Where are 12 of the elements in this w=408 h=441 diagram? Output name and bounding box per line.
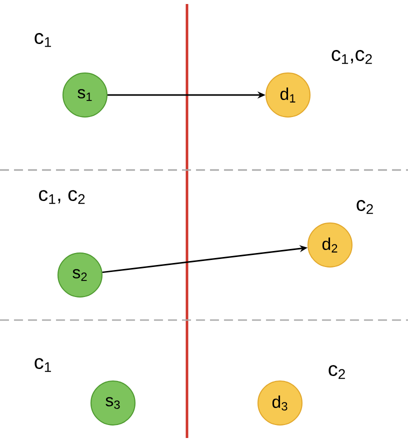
channel-label: c$_{1}$, c$_{2}$	[39, 190, 85, 204]
circle-node: s$_{3}$	[90, 380, 136, 426]
channel-label: c$_{1}$	[34, 358, 51, 372]
circle-node: d$_{2}$	[308, 222, 352, 268]
circle-node: s$_{1}$	[62, 72, 108, 118]
circle-node: d$_{3}$	[258, 380, 302, 426]
channel-label: c$_{1}$,c$_{2}$	[332, 50, 372, 64]
channel-label: c$_{2}$	[356, 200, 373, 214]
circle-node: d$_{1}$	[266, 72, 310, 118]
circle-node: s$_{2}$	[58, 252, 102, 298]
channel-label: c$_{1}$	[34, 33, 51, 47]
channel-label: c$_{2}$	[328, 365, 345, 379]
